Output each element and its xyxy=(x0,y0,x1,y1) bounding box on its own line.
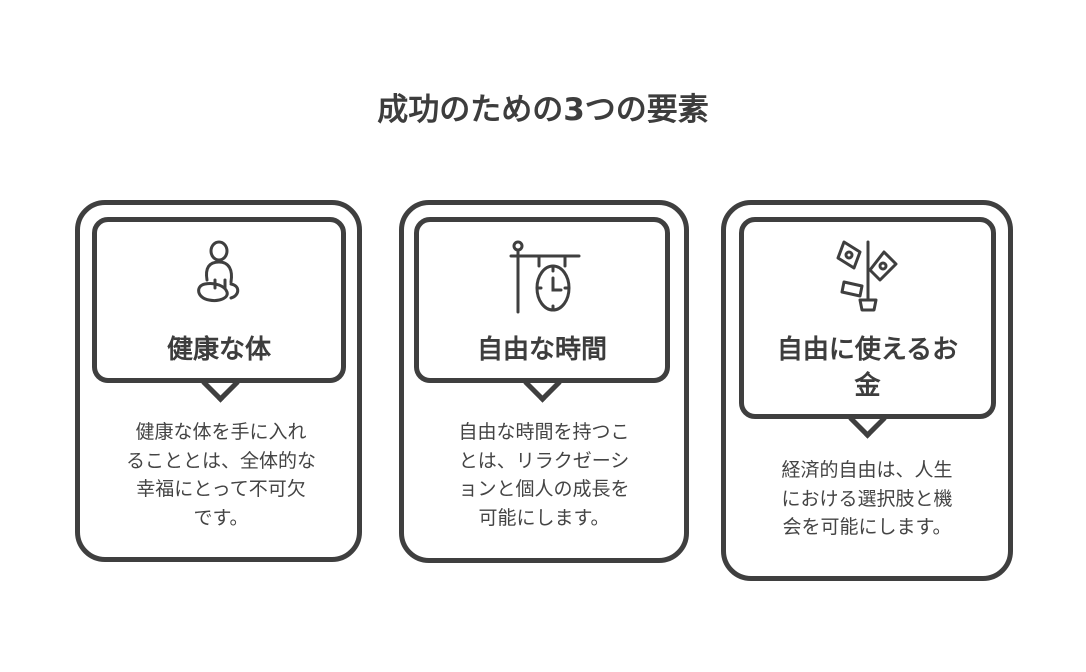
heading-line: 自由に使えるお xyxy=(776,335,959,365)
description-line: 経済的自由は、人生 xyxy=(781,459,953,481)
card-heading: 健康な体 xyxy=(166,335,271,365)
card-heading: 自由な時間 xyxy=(476,335,607,365)
card-description: 経済的自由は、人生 における選択肢と機 会を可能にします。 xyxy=(741,456,993,542)
description-line: 健康な体を手に入れ xyxy=(135,421,307,443)
description-line: 幸福にとって不可欠 xyxy=(136,478,306,500)
card-header-healthy-body: 健康な体 xyxy=(92,217,346,383)
card-description: 健康な体を手に入れ ることとは、全体的な 幸福にとって不可欠 です。 xyxy=(95,418,347,532)
description-line: 可能にします。 xyxy=(478,506,610,529)
description-line: ることとは、全体的な xyxy=(125,449,316,472)
card-header-free-time: 自由な時間 xyxy=(414,217,670,383)
description-line: における選択肢と機 xyxy=(781,487,953,510)
card-description: 自由な時間を持つこ とは、リラクゼーシ ョンと個人の成長を 可能にします。 xyxy=(418,418,670,532)
meditation-person-icon xyxy=(197,240,240,302)
description-line: です。 xyxy=(193,506,249,529)
description-line: ョンと個人の成長を xyxy=(458,478,630,500)
heading-line: 金 xyxy=(854,371,881,401)
description-line: 自由な時間を持つこ xyxy=(458,421,630,443)
description-line: 会を可能にします。 xyxy=(782,516,952,538)
card-heading: 自由に使えるお 金 xyxy=(744,332,991,404)
diagram-title: 成功のための3つの要素 xyxy=(377,92,709,128)
card-header-free-money: 自由に使えるお 金 xyxy=(739,217,996,419)
hanging-clock-icon xyxy=(509,240,581,314)
description-line: とは、リラクゼーシ xyxy=(458,449,630,472)
money-plant-icon xyxy=(836,240,898,312)
